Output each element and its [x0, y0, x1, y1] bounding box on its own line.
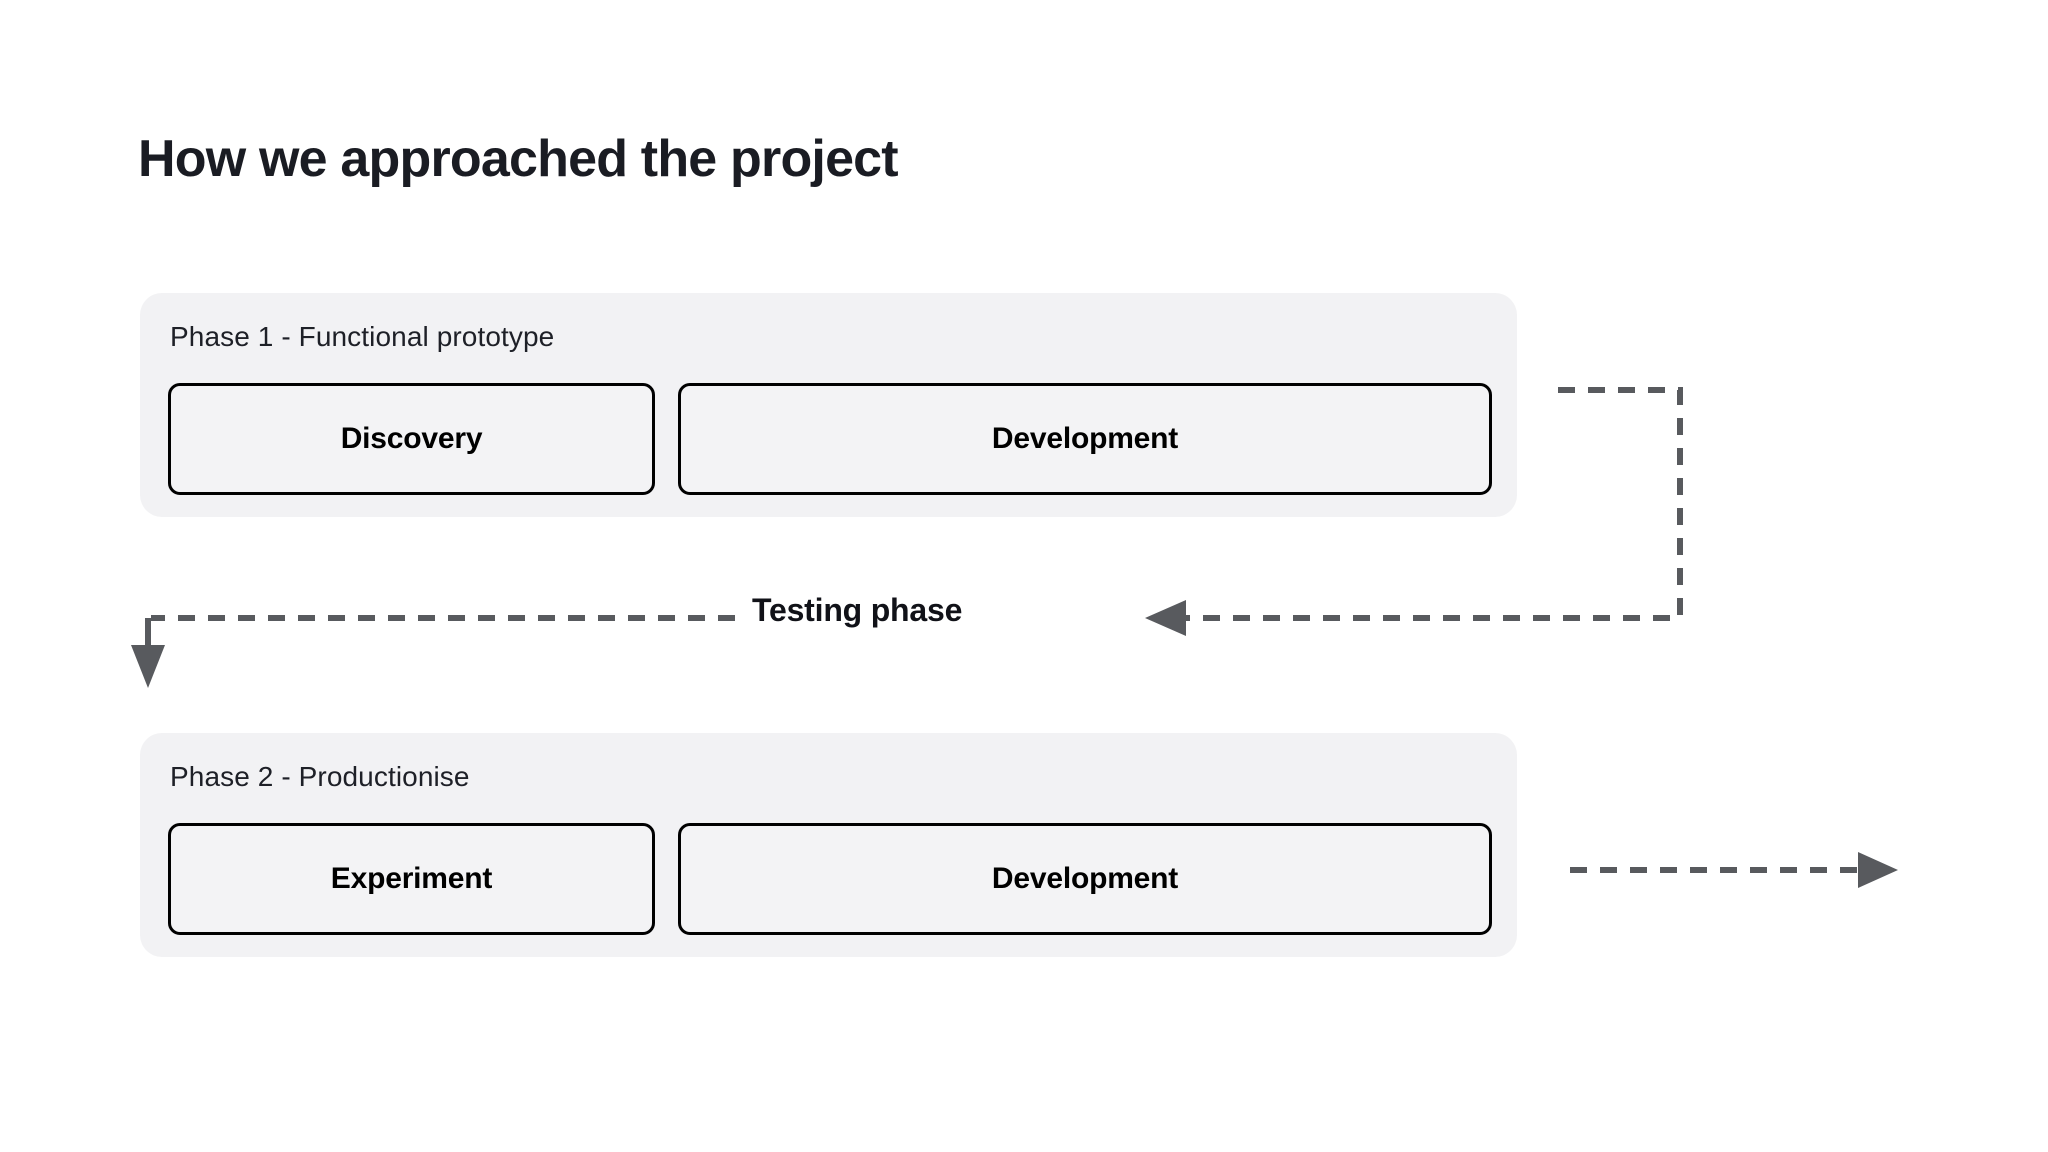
- connector-phase2-output: [1570, 852, 1898, 888]
- arrow-right-icon: [1858, 852, 1898, 888]
- step-box-development-phase-1[interactable]: Development: [678, 383, 1492, 495]
- arrow-down-icon: [131, 645, 165, 688]
- testing-phase-label: Testing phase: [752, 592, 963, 628]
- phase-2-steps: Experiment Development: [168, 823, 1492, 935]
- page-title: How we approached the project: [138, 130, 899, 188]
- phase-1-steps: Discovery Development: [168, 383, 1492, 495]
- step-box-experiment[interactable]: Experiment: [168, 823, 655, 935]
- phase-1-label: Phase 1 - Functional prototype: [170, 321, 555, 352]
- phase-2-label: Phase 2 - Productionise: [170, 761, 470, 792]
- step-box-discovery[interactable]: Discovery: [168, 383, 655, 495]
- step-box-development-phase-2[interactable]: Development: [678, 823, 1492, 935]
- connector-testing-to-phase2: [131, 615, 735, 688]
- phase-2-panel: Phase 2 - Productionise Experiment Devel…: [140, 733, 1517, 957]
- arrow-left-icon: [1145, 600, 1186, 636]
- phase-1-panel: Phase 1 - Functional prototype Discovery…: [140, 293, 1517, 517]
